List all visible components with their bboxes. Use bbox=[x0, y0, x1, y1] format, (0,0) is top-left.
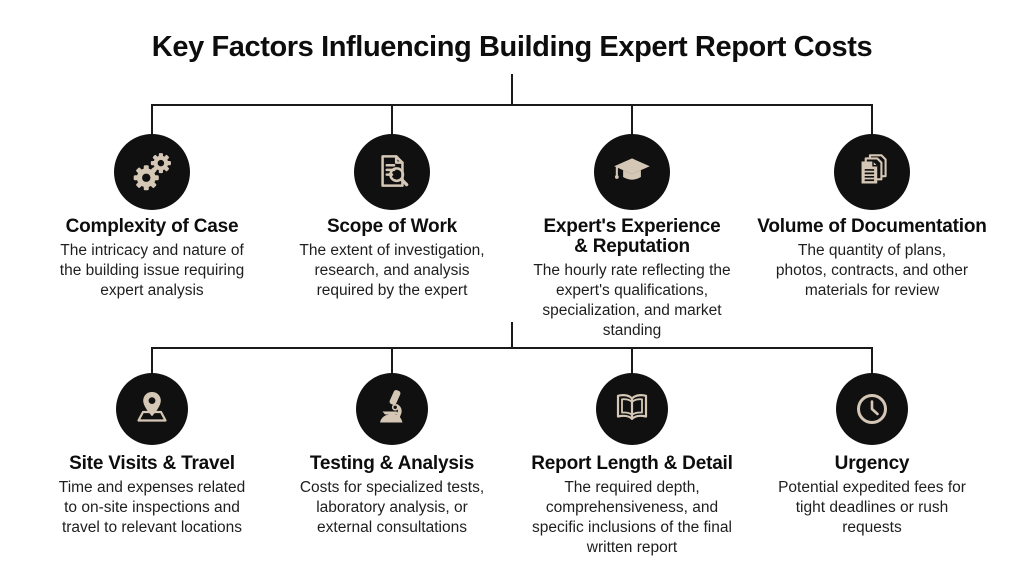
factor-title: Report Length & Detail bbox=[531, 453, 733, 474]
factor-site-visits-travel: Site Visits & Travel Time and expenses r… bbox=[32, 373, 272, 558]
connector-row2-drop-1 bbox=[151, 348, 153, 374]
factor-title: Urgency bbox=[834, 453, 910, 474]
connector-row1-drop-1 bbox=[151, 105, 153, 135]
factor-title: Testing & Analysis bbox=[309, 453, 475, 474]
factors-row-bottom: Site Visits & Travel Time and expenses r… bbox=[32, 373, 992, 558]
factor-title: Site Visits & Travel bbox=[69, 453, 235, 474]
open-book-icon bbox=[596, 373, 668, 445]
factor-title: Complexity of Case bbox=[65, 216, 239, 237]
connector-row2-drop-2 bbox=[391, 348, 393, 374]
microscope-icon bbox=[356, 373, 428, 445]
factor-title: Volume of Documentation bbox=[757, 216, 987, 237]
map-pin-icon bbox=[116, 373, 188, 445]
factor-volume-of-documentation: Volume of Documentation The quantity of … bbox=[752, 134, 992, 341]
factor-title: Scope of Work bbox=[326, 216, 458, 237]
connector-row1-horizontal bbox=[151, 104, 873, 106]
factor-description: The quantity of plans, photos, contracts… bbox=[775, 242, 969, 299]
factor-description: The intricacy and nature of the building… bbox=[59, 242, 245, 299]
factor-urgency: Urgency Potential expedited fees for tig… bbox=[752, 373, 992, 558]
connector-title-stub bbox=[511, 74, 513, 105]
graduation-cap-icon bbox=[594, 134, 670, 210]
factor-description: The extent of investigation, research, a… bbox=[299, 242, 485, 299]
connector-row2-drop-4 bbox=[871, 348, 873, 374]
connector-row1-drop-3 bbox=[631, 105, 633, 135]
connector-row2-horizontal bbox=[151, 347, 873, 349]
factor-title: Expert's Experience & Reputation bbox=[543, 216, 721, 257]
factor-experts-experience: Expert's Experience & Reputation The hou… bbox=[512, 134, 752, 341]
connector-row1-drop-2 bbox=[391, 105, 393, 135]
page-title: Key Factors Influencing Building Expert … bbox=[151, 31, 873, 63]
factor-description: The required depth, comprehensiveness, a… bbox=[532, 479, 732, 556]
factors-row-top: Complexity of Case The intricacy and nat… bbox=[32, 134, 992, 341]
factor-scope-of-work: Scope of Work The extent of investigatio… bbox=[272, 134, 512, 341]
factor-report-length-detail: Report Length & Detail The required dept… bbox=[512, 373, 752, 558]
documents-stack-icon bbox=[834, 134, 910, 210]
connector-mid-stub bbox=[511, 322, 513, 348]
factor-description: Potential expedited fees for tight deadl… bbox=[778, 479, 966, 536]
clock-icon bbox=[836, 373, 908, 445]
factor-description: Time and expenses related to on-site ins… bbox=[58, 479, 246, 536]
connector-row2-drop-3 bbox=[631, 348, 633, 374]
document-search-icon bbox=[354, 134, 430, 210]
factor-testing-analysis: Testing & Analysis Costs for specialized… bbox=[272, 373, 512, 558]
factor-description: Costs for specialized tests, laboratory … bbox=[299, 479, 485, 536]
factor-complexity-of-case: Complexity of Case The intricacy and nat… bbox=[32, 134, 272, 341]
factor-description: The hourly rate reflecting the expert's … bbox=[533, 262, 731, 339]
connector-row1-drop-4 bbox=[871, 105, 873, 135]
gears-icon bbox=[114, 134, 190, 210]
